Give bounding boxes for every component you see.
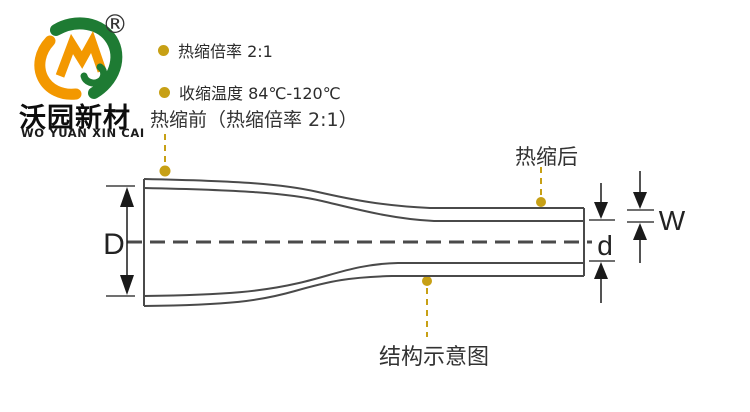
brand-name-english: WO YUAN XIN CAI xyxy=(21,126,145,140)
dim-d-label: d xyxy=(597,230,613,261)
brand-name-chinese: 沃园新材 xyxy=(19,103,131,134)
dimension-D xyxy=(106,185,135,297)
dimension-W xyxy=(627,171,654,263)
dim-D-arrow-down xyxy=(120,275,134,295)
leader-lines xyxy=(164,134,542,337)
label-after-shrink: 热缩后 xyxy=(515,145,578,169)
logo-orange-arc xyxy=(34,35,82,100)
spec-item-shrink-temperature: 收缩温度 84℃-120℃ xyxy=(159,80,341,104)
tube-bottom-outer-wall xyxy=(143,275,584,307)
leader-dot-before xyxy=(159,165,171,177)
leader-dot-after xyxy=(536,197,546,207)
dim-D-label: D xyxy=(103,228,125,261)
dim-W-label: W xyxy=(659,205,686,236)
dim-W-arrow-up xyxy=(633,223,647,240)
spec-item-shrink-ratio: 热缩倍率 2:1 xyxy=(158,38,273,62)
spec-label: 热缩倍率 2:1 xyxy=(178,42,273,61)
dim-d-arrow-down xyxy=(594,202,608,219)
dimension-d xyxy=(589,183,615,303)
registered-trademark-symbol: ® xyxy=(102,10,128,40)
leader-dots xyxy=(159,165,546,286)
tube-top-inner-wall xyxy=(143,187,584,222)
tube-bottom-inner-wall xyxy=(143,262,584,297)
tube-top-outer-wall xyxy=(143,178,584,209)
dim-d-arrow-up xyxy=(594,262,608,279)
logo-green-hook xyxy=(80,63,108,87)
leader-dot-caption xyxy=(422,276,432,286)
logo-green-arc xyxy=(50,17,123,99)
bullet-dot-icon xyxy=(159,86,170,98)
logo-m-zigzag xyxy=(55,30,107,78)
logo-oval-icon xyxy=(34,17,123,100)
dim-W-arrow-down xyxy=(633,192,647,209)
bullet-dot-icon xyxy=(158,44,169,56)
diagram-caption: 结构示意图 xyxy=(379,345,490,370)
company-logo-icon xyxy=(34,14,136,110)
dim-D-arrow-up xyxy=(120,187,134,207)
label-before-shrink: 热缩前（热缩倍率 2:1） xyxy=(150,109,358,131)
spec-label: 收缩温度 84℃-120℃ xyxy=(179,84,341,103)
tube-outline xyxy=(143,178,585,307)
